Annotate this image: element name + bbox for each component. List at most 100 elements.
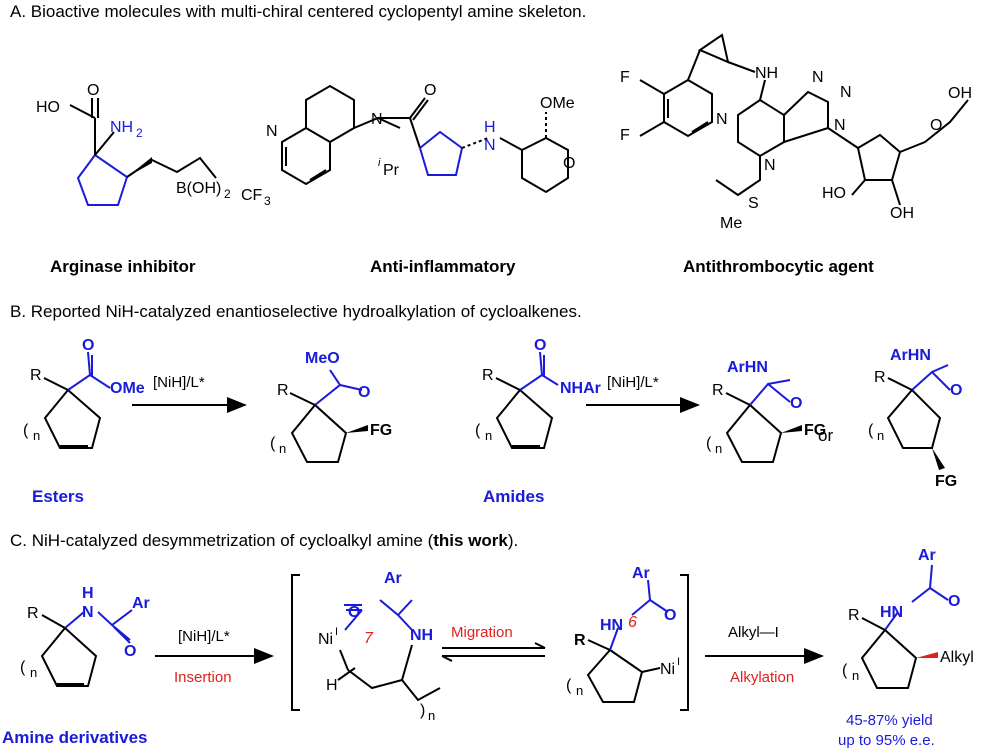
svg-text:N: N [266, 123, 278, 140]
svg-text:NH: NH [410, 627, 433, 644]
svg-text:n: n [715, 441, 722, 456]
svg-text:HO: HO [36, 99, 60, 116]
svg-text:Ar: Ar [632, 565, 650, 582]
svg-text:HO: HO [822, 185, 846, 202]
svg-text:N: N [834, 117, 846, 134]
svg-text:n: n [30, 665, 37, 680]
svg-text:i: i [378, 157, 381, 169]
svg-text:I: I [335, 626, 338, 638]
svg-text:FG: FG [370, 422, 392, 439]
svg-text:Alkyl: Alkyl [940, 649, 974, 666]
equilibrium-reverse-head [441, 655, 453, 662]
ring-size-6: 6 [628, 614, 637, 631]
section-c-title: C. NiH-catalyzed desymmetrization of cyc… [10, 531, 518, 551]
svg-text:n: n [428, 708, 435, 723]
intermediate-seven-membered [337, 599, 441, 702]
svg-text:O: O [348, 604, 360, 621]
amine-substrate-labels: H N Ar O R (n [20, 585, 150, 680]
svg-text:N: N [82, 604, 94, 621]
section-c-title-prefix: C. NiH-catalyzed desymmetrization of cyc… [10, 531, 434, 550]
or-text: or [818, 426, 834, 445]
svg-text:Me: Me [720, 215, 742, 232]
svg-text:n: n [279, 441, 286, 456]
svg-text:HN: HN [880, 604, 903, 621]
svg-text:(: ( [868, 422, 874, 439]
bracket-left [291, 574, 300, 711]
svg-text:O: O [82, 337, 94, 354]
svg-text:B(OH): B(OH) [176, 180, 221, 197]
step-insertion: Insertion [174, 669, 232, 686]
svg-text:R: R [27, 605, 39, 622]
svg-text:O: O [930, 117, 942, 134]
reagent-alkyl-iodide: Alkyl—I [728, 624, 779, 641]
svg-text:CF: CF [241, 187, 263, 204]
label-amides: Amides [483, 487, 545, 506]
svg-text:R: R [874, 369, 886, 386]
svg-text:F: F [620, 127, 630, 144]
svg-text:R: R [712, 382, 724, 399]
bracket-right [680, 574, 689, 711]
amide-product-a-labels: ArHN O R FG (n [706, 359, 826, 456]
svg-text:O: O [790, 395, 802, 412]
molecule-final-product [860, 564, 949, 689]
svg-text:R: R [277, 382, 289, 399]
svg-text:N: N [716, 111, 728, 128]
svg-text:2: 2 [224, 187, 231, 201]
svg-text:H: H [484, 119, 496, 136]
molecule-arginase-inhibitor [69, 98, 217, 206]
svg-text:(: ( [842, 662, 848, 679]
ester-substrate-labels: O OMe R (n [23, 337, 145, 443]
svg-text:N: N [840, 84, 852, 101]
svg-text:R: R [574, 632, 586, 649]
svg-text:(: ( [270, 435, 276, 452]
molecule-anti-inflammatory [281, 84, 569, 194]
svg-text:O: O [948, 593, 960, 610]
molecule-antithrombocytic-labels: NH N N N N N S F F Me O OH HO OH [620, 65, 972, 232]
caption-antithrombocytic-agent: Antithrombocytic agent [683, 257, 874, 276]
section-c-title-bold: this work [433, 531, 508, 550]
svg-text:N: N [371, 111, 383, 128]
molecule-antithrombocytic [639, 33, 969, 206]
svg-text:Ar: Ar [384, 570, 402, 587]
svg-text:O: O [424, 82, 436, 99]
reagent-amides-arrow: [NiH]/L* [607, 374, 659, 391]
section-a-title: A. Bioactive molecules with multi-chiral… [10, 2, 587, 21]
molecule-amide-product-a [725, 379, 802, 463]
svg-text:Ni: Ni [660, 661, 675, 678]
reagent-esters-arrow: [NiH]/L* [153, 374, 205, 391]
svg-text:Ar: Ar [132, 595, 150, 612]
svg-text:(: ( [23, 422, 29, 439]
svg-text:NH: NH [755, 65, 778, 82]
svg-text:(: ( [566, 677, 572, 694]
svg-text:H: H [326, 677, 338, 694]
svg-text:O: O [124, 643, 136, 660]
amide-product-b-labels: ArHN O R FG (n [868, 347, 962, 490]
final-product-labels: Ar HN O R Alkyl (n [842, 547, 974, 683]
svg-text:S: S [748, 195, 759, 212]
svg-text:NH: NH [110, 119, 133, 136]
ring-size-7: 7 [364, 630, 373, 647]
svg-text:N: N [812, 69, 824, 86]
svg-text:3: 3 [264, 194, 271, 208]
svg-text:n: n [576, 683, 583, 698]
svg-text:): ) [420, 702, 425, 719]
svg-text:n: n [485, 428, 492, 443]
yield-text: 45-87% yield [846, 712, 933, 729]
svg-text:OH: OH [890, 205, 914, 222]
ester-product-labels: MeO O R FG (n [270, 350, 392, 456]
svg-text:n: n [33, 428, 40, 443]
molecule-amide-product-b [886, 364, 951, 470]
reagent-insertion: [NiH]/L* [178, 628, 230, 645]
svg-text:NHAr: NHAr [560, 380, 601, 397]
svg-text:(: ( [475, 422, 481, 439]
svg-text:ArHN: ArHN [890, 347, 931, 364]
svg-text:O: O [358, 384, 370, 401]
svg-text:(: ( [20, 659, 26, 676]
section-b-title: B. Reported NiH-catalyzed enantioselecti… [10, 302, 582, 321]
svg-text:n: n [852, 668, 859, 683]
